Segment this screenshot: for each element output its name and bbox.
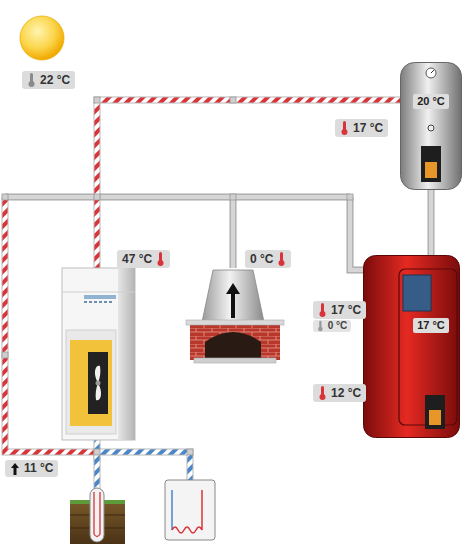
tank-display: 17 °C — [413, 318, 449, 333]
temperature-badge: 22 °C — [22, 71, 75, 89]
arrow-shape — [11, 463, 19, 475]
hot-water-tank: 20 °C — [400, 62, 462, 190]
pipe-outline — [5, 197, 363, 270]
temperature-badge: 17 °C — [313, 301, 366, 319]
probe-tube — [90, 488, 104, 542]
temperature-badge: 47 °C — [117, 250, 170, 268]
temperature-value: 22 °C — [40, 73, 70, 88]
thermometer-bulb — [320, 311, 326, 317]
floor-heating-coil — [172, 490, 202, 533]
up-arrow-icon — [10, 462, 20, 476]
junction — [2, 194, 8, 200]
thermometer-icon — [156, 251, 165, 267]
pipe-outline — [5, 100, 400, 462]
temperature-value: 17 °C — [353, 121, 383, 136]
brick-body — [190, 324, 280, 360]
temperature-badge: 0 °C — [313, 320, 351, 332]
temperature-value: 47 °C — [122, 252, 152, 267]
chimney-hood — [202, 270, 264, 322]
tank-display: 20 °C — [413, 94, 449, 109]
burner-window — [425, 395, 445, 429]
buffer-tank: 17 °C — [363, 255, 460, 438]
thermometer-icon — [340, 120, 349, 136]
draught-arrow-head — [226, 283, 240, 294]
junction — [94, 97, 100, 103]
hearth — [194, 358, 276, 363]
temperature-value: 0 °C — [250, 252, 273, 267]
junction — [230, 97, 236, 103]
hot-pipe — [5, 100, 400, 462]
junction — [94, 449, 100, 455]
grey-pipes — [5, 197, 363, 270]
thermometer-bulb — [279, 260, 285, 266]
junction — [230, 194, 236, 200]
fan-hub — [96, 381, 101, 386]
ground-probe — [70, 488, 125, 544]
pipe-connector — [429, 190, 434, 255]
thermostat-needle — [431, 70, 434, 73]
floor-heating-feed — [171, 490, 173, 530]
burner-window — [421, 146, 441, 182]
firebox — [205, 332, 261, 358]
thermometer-bulb — [318, 327, 323, 332]
thermostat-dial — [426, 68, 436, 78]
heat-pump — [62, 268, 135, 440]
heat-pump-body — [62, 268, 135, 440]
junction — [2, 352, 8, 358]
mantel — [186, 320, 284, 325]
temperature-value: 11 °C — [24, 461, 53, 476]
temperature-badge: 11 °C — [5, 460, 58, 477]
heat-pump-display — [84, 295, 116, 299]
fireplace — [186, 270, 284, 363]
temperature-value: 0 °C — [328, 320, 348, 332]
thermometer-icon — [277, 251, 286, 267]
thermometer-bulb — [342, 129, 348, 135]
junction — [187, 449, 193, 455]
fan-blade — [95, 366, 101, 401]
temperature-value: 17 °C — [331, 303, 361, 318]
hot-pipes — [5, 100, 400, 462]
thermometer-bulb — [320, 394, 326, 400]
burner-flame — [425, 162, 437, 178]
temperature-badge: 12 °C — [313, 384, 366, 402]
inner-water — [403, 275, 431, 311]
draught-arrow — [231, 292, 235, 318]
burner-flame — [429, 410, 441, 425]
pipe-outline — [428, 190, 435, 255]
heat-pump-fan-window — [88, 352, 108, 414]
temperature-badge: 0 °C — [245, 250, 291, 268]
thermometer-bulb — [29, 81, 35, 87]
junctions — [2, 97, 353, 455]
temperature-badge: 17 °C — [335, 119, 388, 137]
buffer-tank-body — [364, 256, 460, 438]
floor-heating-box — [165, 480, 215, 540]
junction — [347, 194, 353, 200]
tank-outline — [363, 255, 460, 438]
heat-pump-panel-line — [62, 292, 135, 293]
thermometer-icon — [318, 302, 327, 318]
probe-loop — [94, 492, 100, 537]
heat-pump-side — [118, 268, 135, 440]
tank-outline — [400, 62, 462, 190]
junction — [94, 194, 100, 200]
sun — [20, 16, 64, 60]
pipe-connector-group — [431, 190, 432, 255]
temperature-value: 12 °C — [331, 386, 361, 401]
thermometer-icon — [317, 320, 324, 332]
thermometer-bulb — [158, 260, 164, 266]
boiler-tank-body — [401, 63, 462, 190]
heat-pump-controls — [84, 301, 112, 303]
tank-valve — [428, 125, 434, 131]
floor-heating — [165, 480, 215, 540]
pipe — [5, 197, 363, 270]
heat-pump-lower-panel — [66, 330, 116, 434]
thermometer-icon — [318, 385, 327, 401]
thermometer-icon — [27, 72, 36, 88]
heat-pump-heat-panel — [70, 340, 112, 426]
